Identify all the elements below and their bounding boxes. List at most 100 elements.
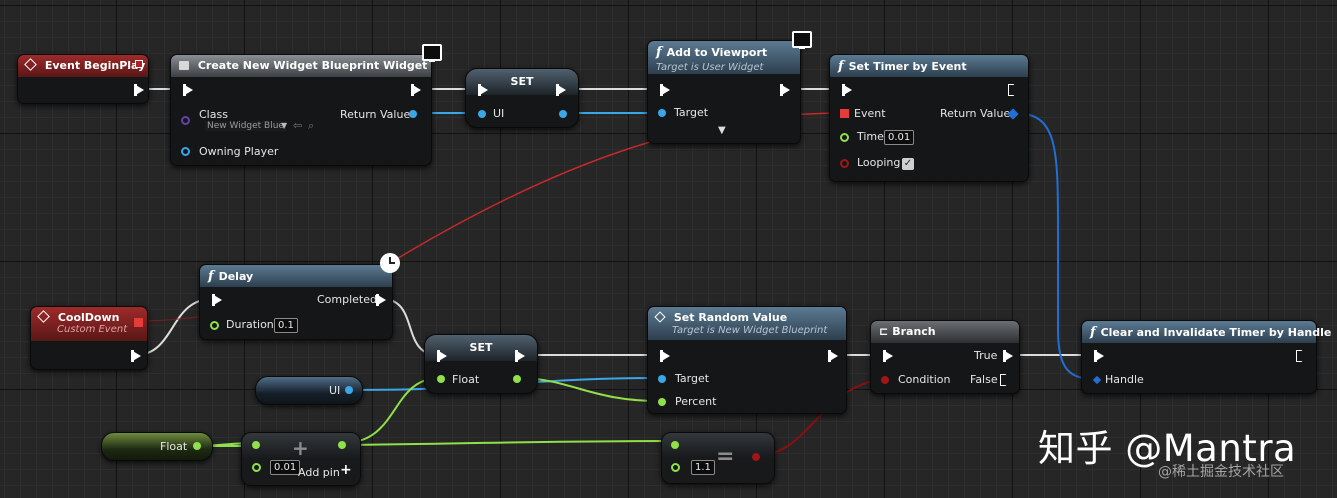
ui-out-pin[interactable] <box>559 110 567 118</box>
exec-out-pin[interactable] <box>1008 84 1018 96</box>
ui-getter-node[interactable]: UI <box>255 376 363 405</box>
exec-out-pin[interactable] <box>828 350 838 362</box>
node-title: CoolDown <box>57 311 120 324</box>
class-dropdown[interactable]: New Widget Blue <box>205 121 286 131</box>
target-pin[interactable] <box>658 375 666 383</box>
return-value-label: Return Value <box>940 107 1011 120</box>
expand-arrow-icon[interactable]: ▼ <box>718 125 726 136</box>
exec-out-pin[interactable] <box>411 84 421 96</box>
node-header: Event BeginPlay <box>18 55 148 77</box>
exec-out-pin[interactable] <box>131 350 141 362</box>
delegate-pin[interactable] <box>135 60 143 68</box>
exec-out-pin[interactable] <box>1296 350 1306 362</box>
float-out-pin[interactable] <box>513 375 521 383</box>
equal-float-node[interactable]: = 1.1 <box>661 432 775 484</box>
node-header: ⊏Branch <box>871 321 1019 343</box>
condition-label: Condition <box>898 373 951 386</box>
add-b-pin[interactable] <box>252 463 261 472</box>
event-label: Event <box>854 107 886 120</box>
branch-node[interactable]: ⊏Branch True Condition False <box>870 320 1020 394</box>
event-beginplay-node[interactable]: Event BeginPlay <box>17 54 149 104</box>
node-title: Set Random Value <box>673 311 788 324</box>
equal-operator-icon: = <box>716 444 735 469</box>
float-getter-node[interactable]: Float <box>101 432 213 461</box>
add-a-pin[interactable] <box>252 441 260 449</box>
exec-out-pin[interactable] <box>376 294 386 306</box>
time-input[interactable]: 0.01 <box>884 130 915 145</box>
set-float-node[interactable]: SET Float <box>424 334 538 394</box>
watermark-main: 知乎 @Mantra <box>1038 427 1297 470</box>
condition-pin[interactable] <box>881 376 889 384</box>
watermark-sub: @稀土掘金技术社区 <box>1158 464 1284 480</box>
exec-in-pin[interactable] <box>478 84 488 96</box>
percent-label: Percent <box>675 395 717 408</box>
true-exec-pin[interactable] <box>1003 350 1013 362</box>
handle-pin[interactable] <box>1092 375 1102 385</box>
set-ui-node[interactable]: SET UI <box>465 68 579 128</box>
function-icon: f <box>656 45 662 60</box>
dropdown-arrow-icon[interactable]: ▼ <box>281 121 288 130</box>
class-pin[interactable] <box>181 116 190 125</box>
false-exec-pin[interactable] <box>1000 374 1010 386</box>
cooldown-event-node[interactable]: CoolDown Custom Event <box>30 306 148 370</box>
percent-pin[interactable] <box>658 398 666 406</box>
equal-b-input[interactable]: 1.1 <box>691 460 715 475</box>
exec-out-pin[interactable] <box>515 350 525 362</box>
return-value-pin[interactable] <box>409 110 417 118</box>
delegate-pin[interactable] <box>134 318 143 327</box>
exec-in-pin[interactable] <box>437 350 447 362</box>
node-title: Clear and Invalidate Timer by Handle <box>1100 326 1332 339</box>
looping-pin[interactable] <box>840 159 849 168</box>
event-diamond-icon <box>37 310 50 323</box>
exec-in-pin[interactable] <box>660 84 670 96</box>
looping-label: Looping <box>857 156 901 169</box>
node-title: SET <box>510 75 534 88</box>
add-b-input[interactable]: 0.01 <box>270 460 301 475</box>
exec-in-pin[interactable] <box>660 350 670 362</box>
function-icon: f <box>838 59 844 74</box>
exec-in-pin[interactable] <box>212 294 222 306</box>
time-pin[interactable] <box>840 133 849 142</box>
exec-in-pin[interactable] <box>842 84 852 96</box>
duration-pin[interactable] <box>210 321 219 330</box>
float-in-pin[interactable] <box>437 375 445 383</box>
duration-label: Duration <box>226 318 274 331</box>
owning-player-pin[interactable] <box>181 147 190 156</box>
set-random-value-node[interactable]: Set Random Value Target is New Widget Bl… <box>647 306 847 414</box>
equal-a-pin[interactable] <box>671 441 679 449</box>
exec-in-pin[interactable] <box>1094 350 1104 362</box>
equal-b-pin[interactable] <box>671 463 680 472</box>
looping-checkbox[interactable]: ✓ <box>902 158 914 170</box>
float-getter-pin[interactable] <box>193 442 201 450</box>
owning-player-label: Owning Player <box>199 145 279 158</box>
event-delegate-pin[interactable] <box>840 109 849 118</box>
exec-out-pin[interactable] <box>556 84 566 96</box>
target-label: Target <box>674 106 709 119</box>
add-float-node[interactable]: + 0.01 Add pin + <box>241 432 361 486</box>
ui-in-pin[interactable] <box>478 110 486 118</box>
create-widget-node[interactable]: Create New Widget Blueprint Widget Class… <box>170 54 432 166</box>
exec-in-pin[interactable] <box>183 84 193 96</box>
node-header: Set Random Value Target is New Widget Bl… <box>648 307 846 340</box>
search-icon[interactable]: ⌕ <box>308 119 315 132</box>
exec-out-pin[interactable] <box>780 84 790 96</box>
exec-out-pin[interactable] <box>134 84 144 96</box>
add-pin-button-label[interactable]: Add pin <box>298 466 340 479</box>
ui-getter-pin[interactable] <box>345 386 353 394</box>
network-monitor-icon <box>422 44 442 62</box>
target-pin[interactable] <box>658 109 666 117</box>
exec-in-pin[interactable] <box>883 350 893 362</box>
add-out-pin[interactable] <box>338 441 346 449</box>
add-pin-plus-icon[interactable]: + <box>340 462 352 478</box>
browse-back-arrow-icon[interactable]: ⇦ <box>293 119 303 132</box>
equal-out-pin[interactable] <box>752 453 760 461</box>
node-title: Add to Viewport <box>666 46 768 59</box>
node-subtitle: Target is New Widget Blueprint <box>672 325 828 336</box>
duration-input[interactable]: 0.1 <box>274 318 298 333</box>
